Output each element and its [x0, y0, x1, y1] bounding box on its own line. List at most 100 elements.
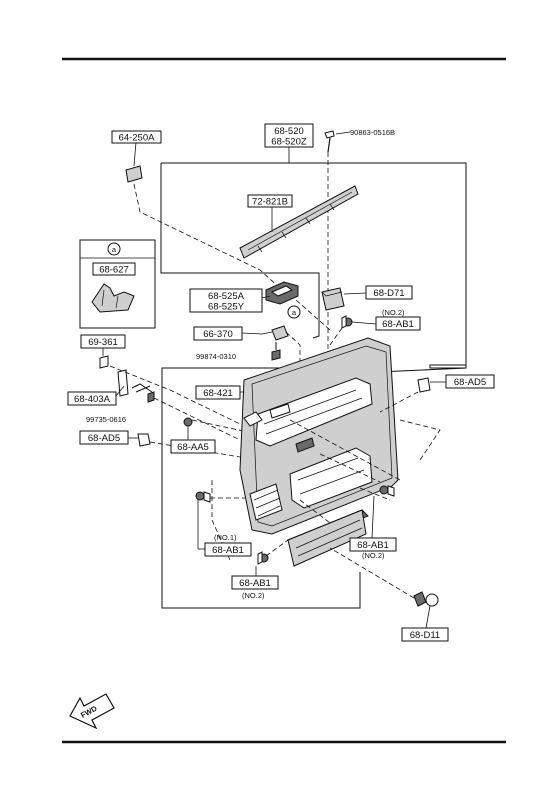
svg-text:69-361: 69-361 — [88, 337, 118, 348]
label-64-250A: 64-250A — [111, 130, 162, 144]
callout-a-label: a — [292, 308, 297, 317]
svg-text:68-525A: 68-525A — [208, 291, 245, 302]
svg-text:72-821B: 72-821B — [252, 197, 288, 208]
screw-90863-shape — [324, 130, 335, 139]
label-68-AB1-top: 68-AB1 — [375, 316, 421, 331]
plug-68-AD5-left-shape — [137, 433, 151, 447]
clip-68-627-shape — [91, 283, 135, 313]
trim-tab — [269, 403, 291, 419]
pocket-68-D71-shape — [321, 287, 345, 311]
screw-90863-shaft — [327, 137, 331, 153]
svg-text:68-AA5: 68-AA5 — [177, 442, 209, 453]
plug-68-D11-body — [413, 591, 427, 607]
leader-68-403A — [115, 385, 125, 397]
leader-64-250A — [133, 141, 137, 167]
dash-68-AA5 — [191, 419, 249, 433]
clip-68-AB1-right-head — [379, 485, 389, 495]
frame-left-upper — [160, 163, 320, 339]
screw-68-AA5-head — [183, 417, 193, 427]
label-68-AD5-right: 68-AD5 — [445, 374, 495, 389]
speaker-grille-lines — [253, 489, 281, 517]
clip-68-627-detail — [101, 289, 119, 309]
note-68-AB1-right: (NO.2) — [362, 551, 385, 560]
label-68-421: 68-421 — [195, 385, 241, 400]
svg-text:68-AB1: 68-AB1 — [239, 578, 271, 589]
weatherstrip-72-821B-shape — [239, 185, 359, 259]
label-68-403A: 68-403A — [67, 391, 117, 406]
label-68-D11: 68-D11 — [401, 627, 449, 642]
dash-panel-left — [211, 480, 231, 561]
label-68-AA5: 68-AA5 — [170, 439, 216, 454]
leader-68-AB1-top — [351, 321, 377, 325]
svg-text:68-520: 68-520 — [274, 126, 304, 137]
speaker-grille — [249, 483, 283, 521]
pocket-detail — [321, 291, 343, 297]
fwd-arrow-icon: FWD — [69, 693, 115, 730]
detail-a-label: a — [112, 245, 117, 254]
leader-68-AB1-right — [371, 495, 375, 539]
dash-68-AD5-right — [379, 391, 419, 413]
label-68-AB1-right: 68-AB1 — [349, 537, 397, 552]
svg-text:68-AB1: 68-AB1 — [357, 540, 389, 551]
nut-69-361-shape — [99, 355, 109, 369]
switch-66-370-shape — [271, 325, 289, 341]
door-armrest-lines — [263, 389, 363, 435]
weatherstrip-detail — [247, 191, 353, 253]
bolt-99735-head — [147, 391, 155, 403]
dash-68-D11 — [329, 547, 415, 599]
leader-68-525A — [261, 295, 271, 299]
label-99735-0616: 99735-0616 — [86, 415, 126, 424]
clip-68-AB1-left-head — [195, 491, 205, 501]
label-68-627: 68-627 — [92, 262, 136, 276]
svg-text:68-421: 68-421 — [203, 388, 233, 399]
clip-68-AB1-top-body — [341, 315, 347, 329]
clip-64-250A-shape — [125, 165, 143, 183]
svg-text:68-AB1: 68-AB1 — [212, 545, 244, 556]
leader-90863 — [335, 131, 351, 135]
svg-text:68-AD5: 68-AD5 — [88, 433, 120, 444]
label-68-D71: 68-D71 — [365, 285, 413, 300]
svg-text:64-250A: 64-250A — [119, 133, 156, 144]
dash-99735 — [153, 397, 241, 441]
label-66-370: 66-370 — [193, 326, 243, 341]
door-armrest-pull-lines — [297, 457, 365, 495]
leader-68-D71 — [343, 292, 367, 295]
trim-corner — [243, 411, 263, 427]
label-68-520: 68-520 68-520Z — [264, 123, 314, 148]
panel-dash-lines — [289, 419, 401, 533]
svg-text:68-403A: 68-403A — [74, 394, 111, 405]
dash-right-connector — [399, 419, 441, 461]
dash-68-AB1-top — [329, 327, 343, 346]
frame-lower — [161, 367, 361, 609]
dash-screw-90863 — [317, 152, 329, 371]
svg-text:68-D71: 68-D71 — [373, 288, 404, 299]
bezel-opening — [270, 285, 294, 297]
label-90863-0516B: 90863-0516B — [350, 128, 395, 137]
note-68-AB1-top: (NO.2) — [382, 308, 405, 317]
detail-a-circle — [107, 242, 121, 256]
door-handle-recess — [295, 437, 315, 453]
screw-99874-shape — [271, 349, 281, 361]
clip-68-AB1-bottom-body — [257, 551, 263, 565]
dash-69-361 — [109, 365, 241, 425]
svg-text:68-AB1: 68-AB1 — [382, 319, 414, 330]
label-72-821B: 72-821B — [247, 194, 293, 208]
label-68-AD5-left: 68-AD5 — [79, 430, 129, 445]
clip-68-AB1-right-body — [387, 485, 395, 497]
label-68-AB1-left: 68-AB1 — [204, 542, 252, 557]
door-trim-inner-edge — [251, 345, 393, 527]
door-armrest-pull — [289, 447, 373, 509]
plug-68-D11-head — [425, 593, 439, 607]
lower-board-lines — [295, 519, 363, 557]
note-68-AB1-left: (NO.1) — [214, 533, 237, 542]
svg-text:66-370: 66-370 — [203, 329, 233, 340]
svg-text:68-520Z: 68-520Z — [271, 137, 307, 148]
label-68-AB1-bottom: 68-AB1 — [231, 575, 279, 590]
leader-66-370-box — [241, 332, 263, 335]
leader-66-370 — [261, 331, 273, 335]
label-99874-0310: 99874-0310 — [196, 352, 236, 361]
callout-a-circle — [287, 305, 301, 319]
svg-text:68-525Y: 68-525Y — [208, 302, 245, 313]
bolt-99735-shape — [131, 383, 153, 393]
frame-right — [377, 163, 467, 373]
